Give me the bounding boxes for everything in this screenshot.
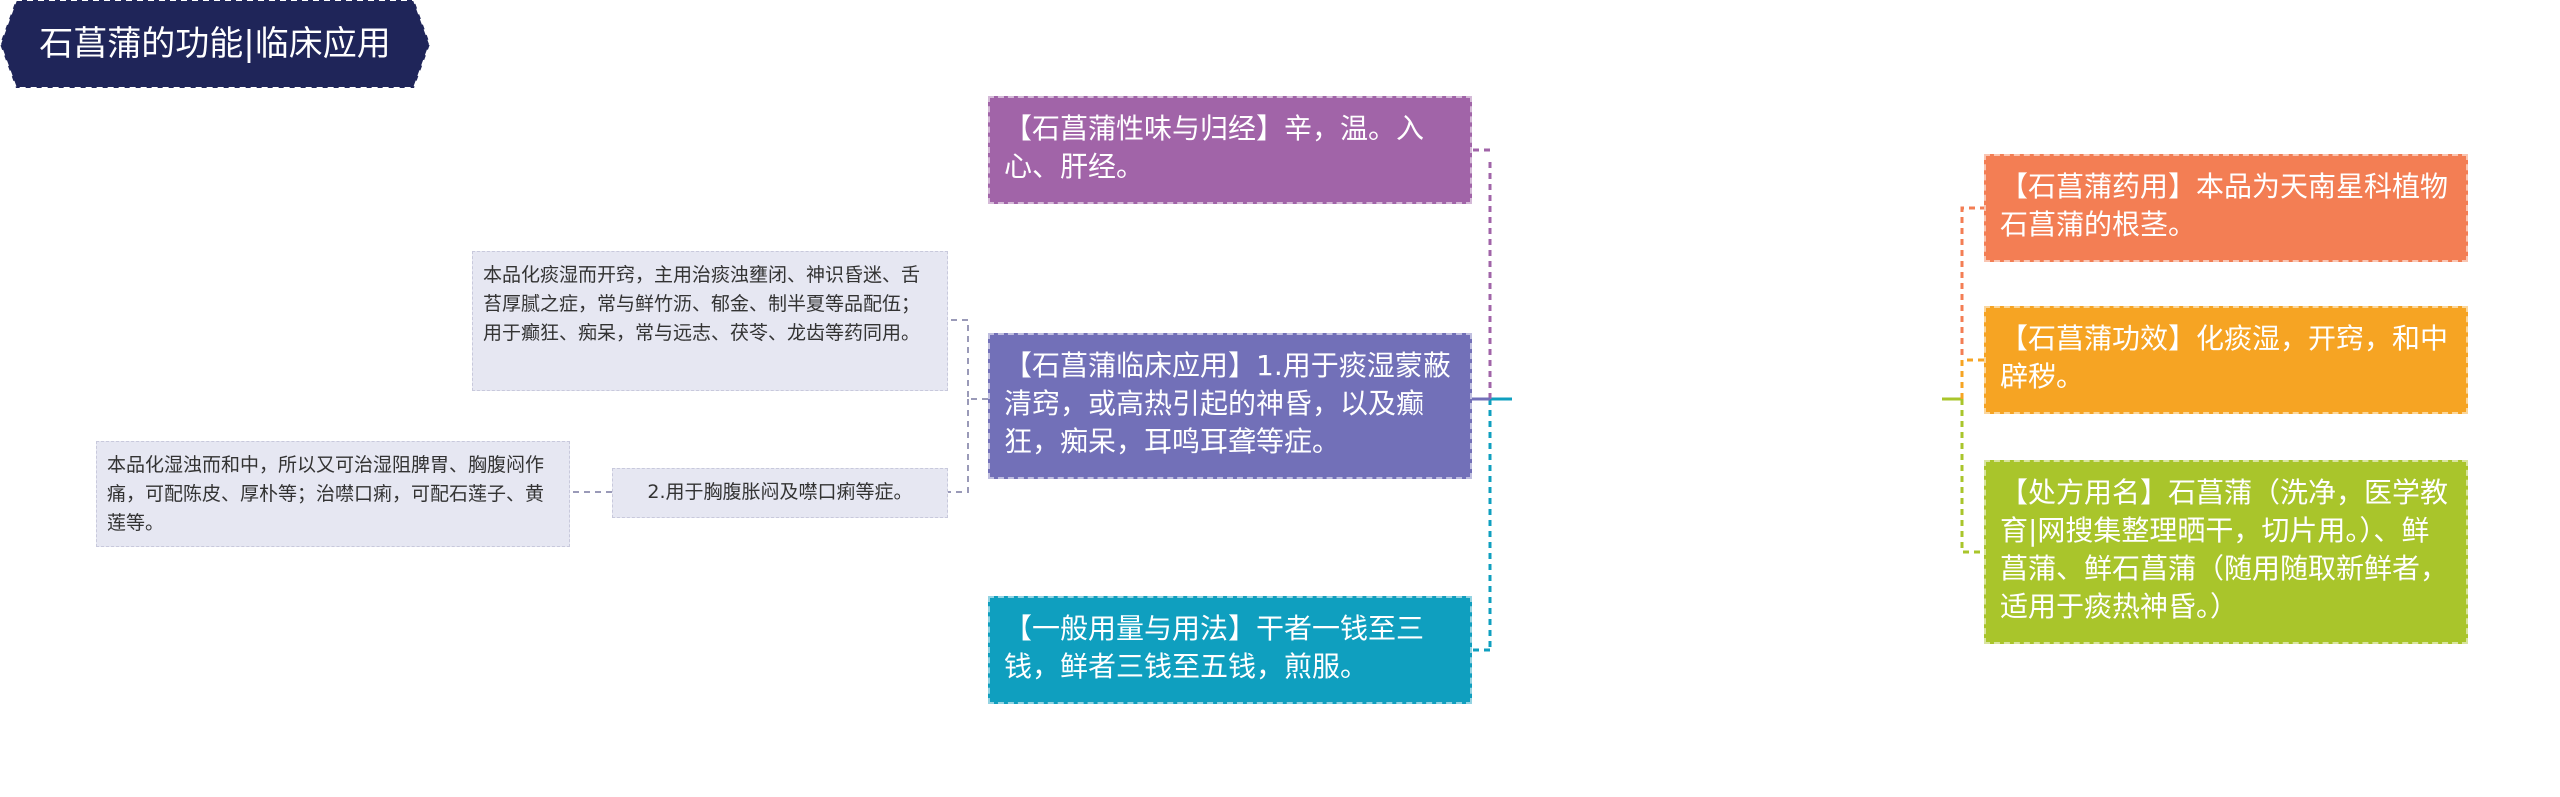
root-node: 石菖蒲的功能|临床应用 <box>0 0 430 88</box>
node-xingwei-text: 【石菖蒲性味与归经】辛，温。入心、肝经。 <box>1004 112 1425 183</box>
node-note2-text: 本品化湿浊而和中，所以又可治湿阻脾胃、胸腹闷作痛，可配陈皮、厚朴等；治噤口痢，可… <box>107 454 545 534</box>
node-item2: 2.用于胸腹胀闷及噤口痢等症。 <box>612 468 948 518</box>
connector-to-chufang <box>1960 399 1984 554</box>
node-chufang-text: 【处方用名】石菖蒲（洗净，医学教育|网搜集整理晒干，切片用。）、鲜菖蒲、鲜石菖蒲… <box>2000 476 2449 623</box>
node-yongliang: 【一般用量与用法】干者一钱至三钱，鲜者三钱至五钱，煎服。 <box>988 596 1472 704</box>
node-note1-text: 本品化痰湿而开窍，主用治痰浊壅闭、神识昏迷、舌苔厚腻之症，常与鲜竹沥、郁金、制半… <box>483 264 921 344</box>
node-yaoyong-text: 【石菖蒲药用】本品为天南星科植物石菖蒲的根茎。 <box>2000 170 2449 241</box>
node-linchuang-text: 【石菖蒲临床应用】1.用于痰湿蒙蔽清窍，或高热引起的神昏，以及癫狂，痴呆，耳鸣耳… <box>1004 349 1451 458</box>
node-note2: 本品化湿浊而和中，所以又可治湿阻脾胃、胸腹闷作痛，可配陈皮、厚朴等；治噤口痢，可… <box>96 441 570 547</box>
node-item2-text: 2.用于胸腹胀闷及噤口痢等症。 <box>647 481 913 503</box>
node-note1: 本品化痰湿而开窍，主用治痰浊壅闭、神识昏迷、舌苔厚腻之症，常与鲜竹沥、郁金、制半… <box>472 251 948 391</box>
connector-right-trunk <box>1960 206 1984 399</box>
root-label: 石菖蒲的功能|临床应用 <box>39 24 391 64</box>
node-yaoyong: 【石菖蒲药用】本品为天南星科植物石菖蒲的根茎。 <box>1984 154 2468 262</box>
connector-to-gongxiao <box>1960 358 1984 399</box>
node-linchuang: 【石菖蒲临床应用】1.用于痰湿蒙蔽清窍，或高热引起的神昏，以及癫狂，痴呆，耳鸣耳… <box>988 333 1472 479</box>
connector-linchuang-sub <box>948 319 988 493</box>
node-xingwei: 【石菖蒲性味与归经】辛，温。入心、肝经。 <box>988 96 1472 204</box>
root-hexagon-shape <box>0 0 430 88</box>
node-gongxiao-text: 【石菖蒲功效】化痰湿，开窍，和中辟秽。 <box>2000 322 2449 393</box>
node-chufang: 【处方用名】石菖蒲（洗净，医学教育|网搜集整理晒干，切片用。）、鲜菖蒲、鲜石菖蒲… <box>1984 460 2468 644</box>
node-gongxiao: 【石菖蒲功效】化痰湿，开窍，和中辟秽。 <box>1984 306 2468 414</box>
node-yongliang-text: 【一般用量与用法】干者一钱至三钱，鲜者三钱至五钱，煎服。 <box>1004 612 1425 683</box>
